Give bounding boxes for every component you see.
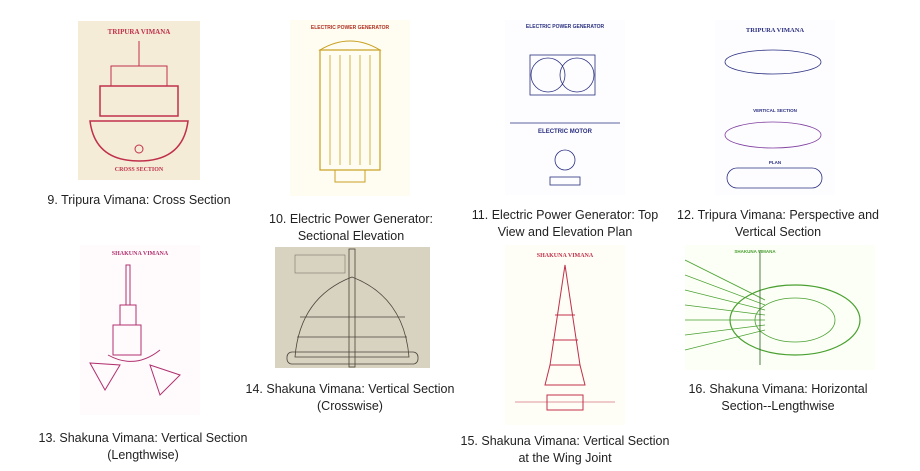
drawing-title: TRIPURA VIMANA xyxy=(746,27,805,34)
drawing-title: ELECTRIC POWER GENERATOR xyxy=(311,25,390,31)
drawing-plan-label: PLAN xyxy=(769,160,781,165)
figure-9-caption: 9. Tripura Vimana: Cross Section xyxy=(47,193,231,207)
drawing-subtitle: CROSS SECTION xyxy=(115,167,164,173)
figure-12-image: TRIPURA VIMANA VERTICAL SECTION PLAN xyxy=(715,20,835,195)
figure-15-image: SHAKUNA VIMANA xyxy=(505,245,625,425)
drawing-title: TRIPURA VIMANA xyxy=(108,28,171,36)
figure-11-image: ELECTRIC POWER GENERATOR ELECTRIC MOTOR xyxy=(505,20,625,195)
drawing-title: SHAKUNA VIMANA xyxy=(112,251,169,257)
figure-14-image xyxy=(275,247,430,368)
figure-13-image: SHAKUNA VIMANA xyxy=(80,245,200,415)
drawing-title: ELECTRIC POWER GENERATOR xyxy=(526,24,605,30)
figure-10-image: ELECTRIC POWER GENERATOR xyxy=(290,20,410,196)
figure-16-image: SHAKUNA VIMANA xyxy=(685,245,875,370)
figure-10-caption: 10. Electric Power Generator:Sectional E… xyxy=(269,212,433,243)
figure-9-image: TRIPURA VIMANA CROSS SECTION xyxy=(78,21,200,180)
drawing-title: SHAKUNA VIMANA xyxy=(537,253,594,259)
drawing-subtitle: VERTICAL SECTION xyxy=(753,108,797,113)
figure-14-caption: 14. Shakuna Vimana: Vertical Section(Cro… xyxy=(245,382,455,413)
figure-13-caption: 13. Shakuna Vimana: Vertical Section(Len… xyxy=(38,431,248,462)
drawing-subtitle: ELECTRIC MOTOR xyxy=(538,129,593,135)
drawing-title: SHAKUNA VIMANA xyxy=(734,249,776,254)
